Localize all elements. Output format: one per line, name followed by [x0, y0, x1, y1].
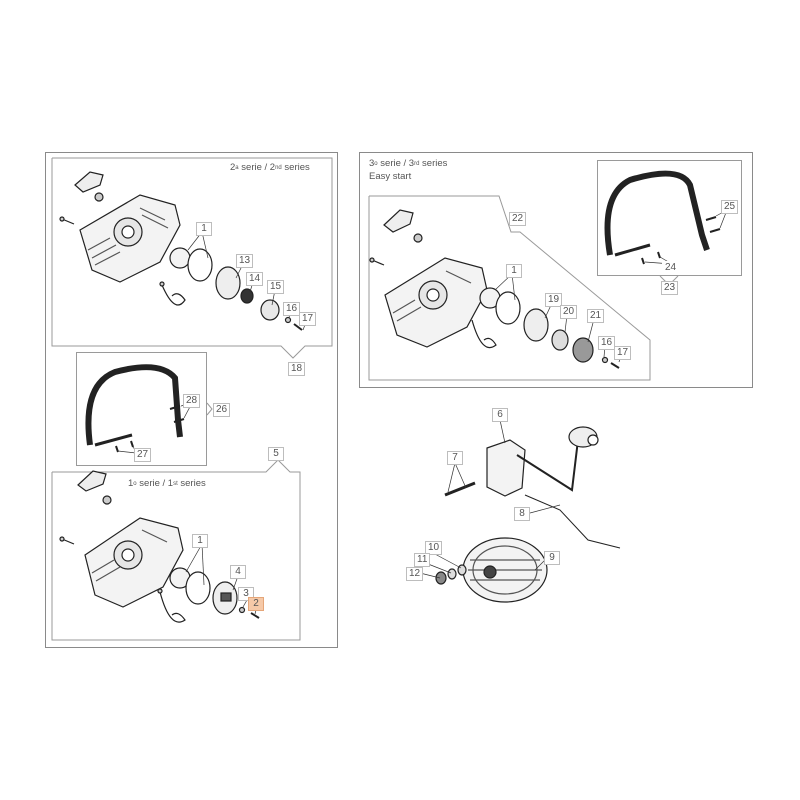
callout-20[interactable]: 20: [560, 305, 578, 319]
bolts-7-icon: [444, 481, 476, 497]
callout-7[interactable]: 7: [447, 451, 463, 465]
callout-5[interactable]: 5: [268, 447, 284, 461]
series-2-label: 2a serie / 2nd series: [230, 162, 310, 173]
callout-18[interactable]: 18: [288, 362, 306, 376]
callout-19[interactable]: 19: [545, 293, 563, 307]
callout-1-series1[interactable]: 1: [192, 534, 208, 548]
starter-housing-series1-icon: [59, 470, 184, 608]
callout-11[interactable]: 11: [414, 553, 431, 567]
callout-2-highlighted[interactable]: 2: [248, 597, 264, 611]
starter-housing-series2-icon: [59, 171, 181, 283]
callout-22[interactable]: 22: [509, 212, 527, 226]
panel-handle-left: [76, 352, 207, 466]
callout-14[interactable]: 14: [246, 272, 264, 286]
series-1-label: 1o serie / 1st series: [128, 478, 206, 489]
callout-6[interactable]: 6: [492, 408, 508, 422]
front-handle-right-icon: [604, 170, 721, 265]
front-handle-left-icon: [85, 364, 185, 453]
callout-10[interactable]: 10: [425, 541, 443, 555]
flywheel-icon: [462, 537, 548, 603]
ignition-coil-icon: [486, 426, 621, 549]
callout-8[interactable]: 8: [514, 507, 530, 521]
callout-16-series3[interactable]: 16: [598, 336, 616, 350]
callout-12[interactable]: 12: [406, 567, 424, 581]
callout-27[interactable]: 27: [134, 448, 152, 462]
callout-4[interactable]: 4: [230, 565, 246, 579]
callout-1-series3[interactable]: 1: [506, 264, 522, 278]
callout-21[interactable]: 21: [587, 309, 605, 323]
callout-16-series2[interactable]: 16: [283, 302, 301, 316]
callout-25[interactable]: 25: [721, 200, 739, 214]
panel-handle-right: [597, 160, 742, 276]
callout-26[interactable]: 26: [213, 403, 231, 417]
callout-13[interactable]: 13: [236, 254, 254, 268]
callout-24[interactable]: 24: [662, 261, 680, 275]
callout-17-series2[interactable]: 17: [299, 312, 317, 326]
nut-washers-icon: [435, 564, 467, 585]
series-3-label-line1: 3o serie / 3rd series: [369, 158, 448, 169]
callout-15[interactable]: 15: [267, 280, 285, 294]
starter-housing-series3-icon: [369, 209, 488, 348]
callout-28[interactable]: 28: [183, 394, 201, 408]
series-3-label-line2: Easy start: [369, 171, 412, 182]
pulley-spring-series3-icon: [471, 287, 620, 369]
callout-17-series3[interactable]: 17: [614, 346, 632, 360]
callout-1-series2[interactable]: 1: [196, 222, 212, 236]
callout-23[interactable]: 23: [661, 281, 679, 295]
callout-9[interactable]: 9: [544, 551, 560, 565]
pulley-spring-series2-icon: [159, 247, 303, 331]
